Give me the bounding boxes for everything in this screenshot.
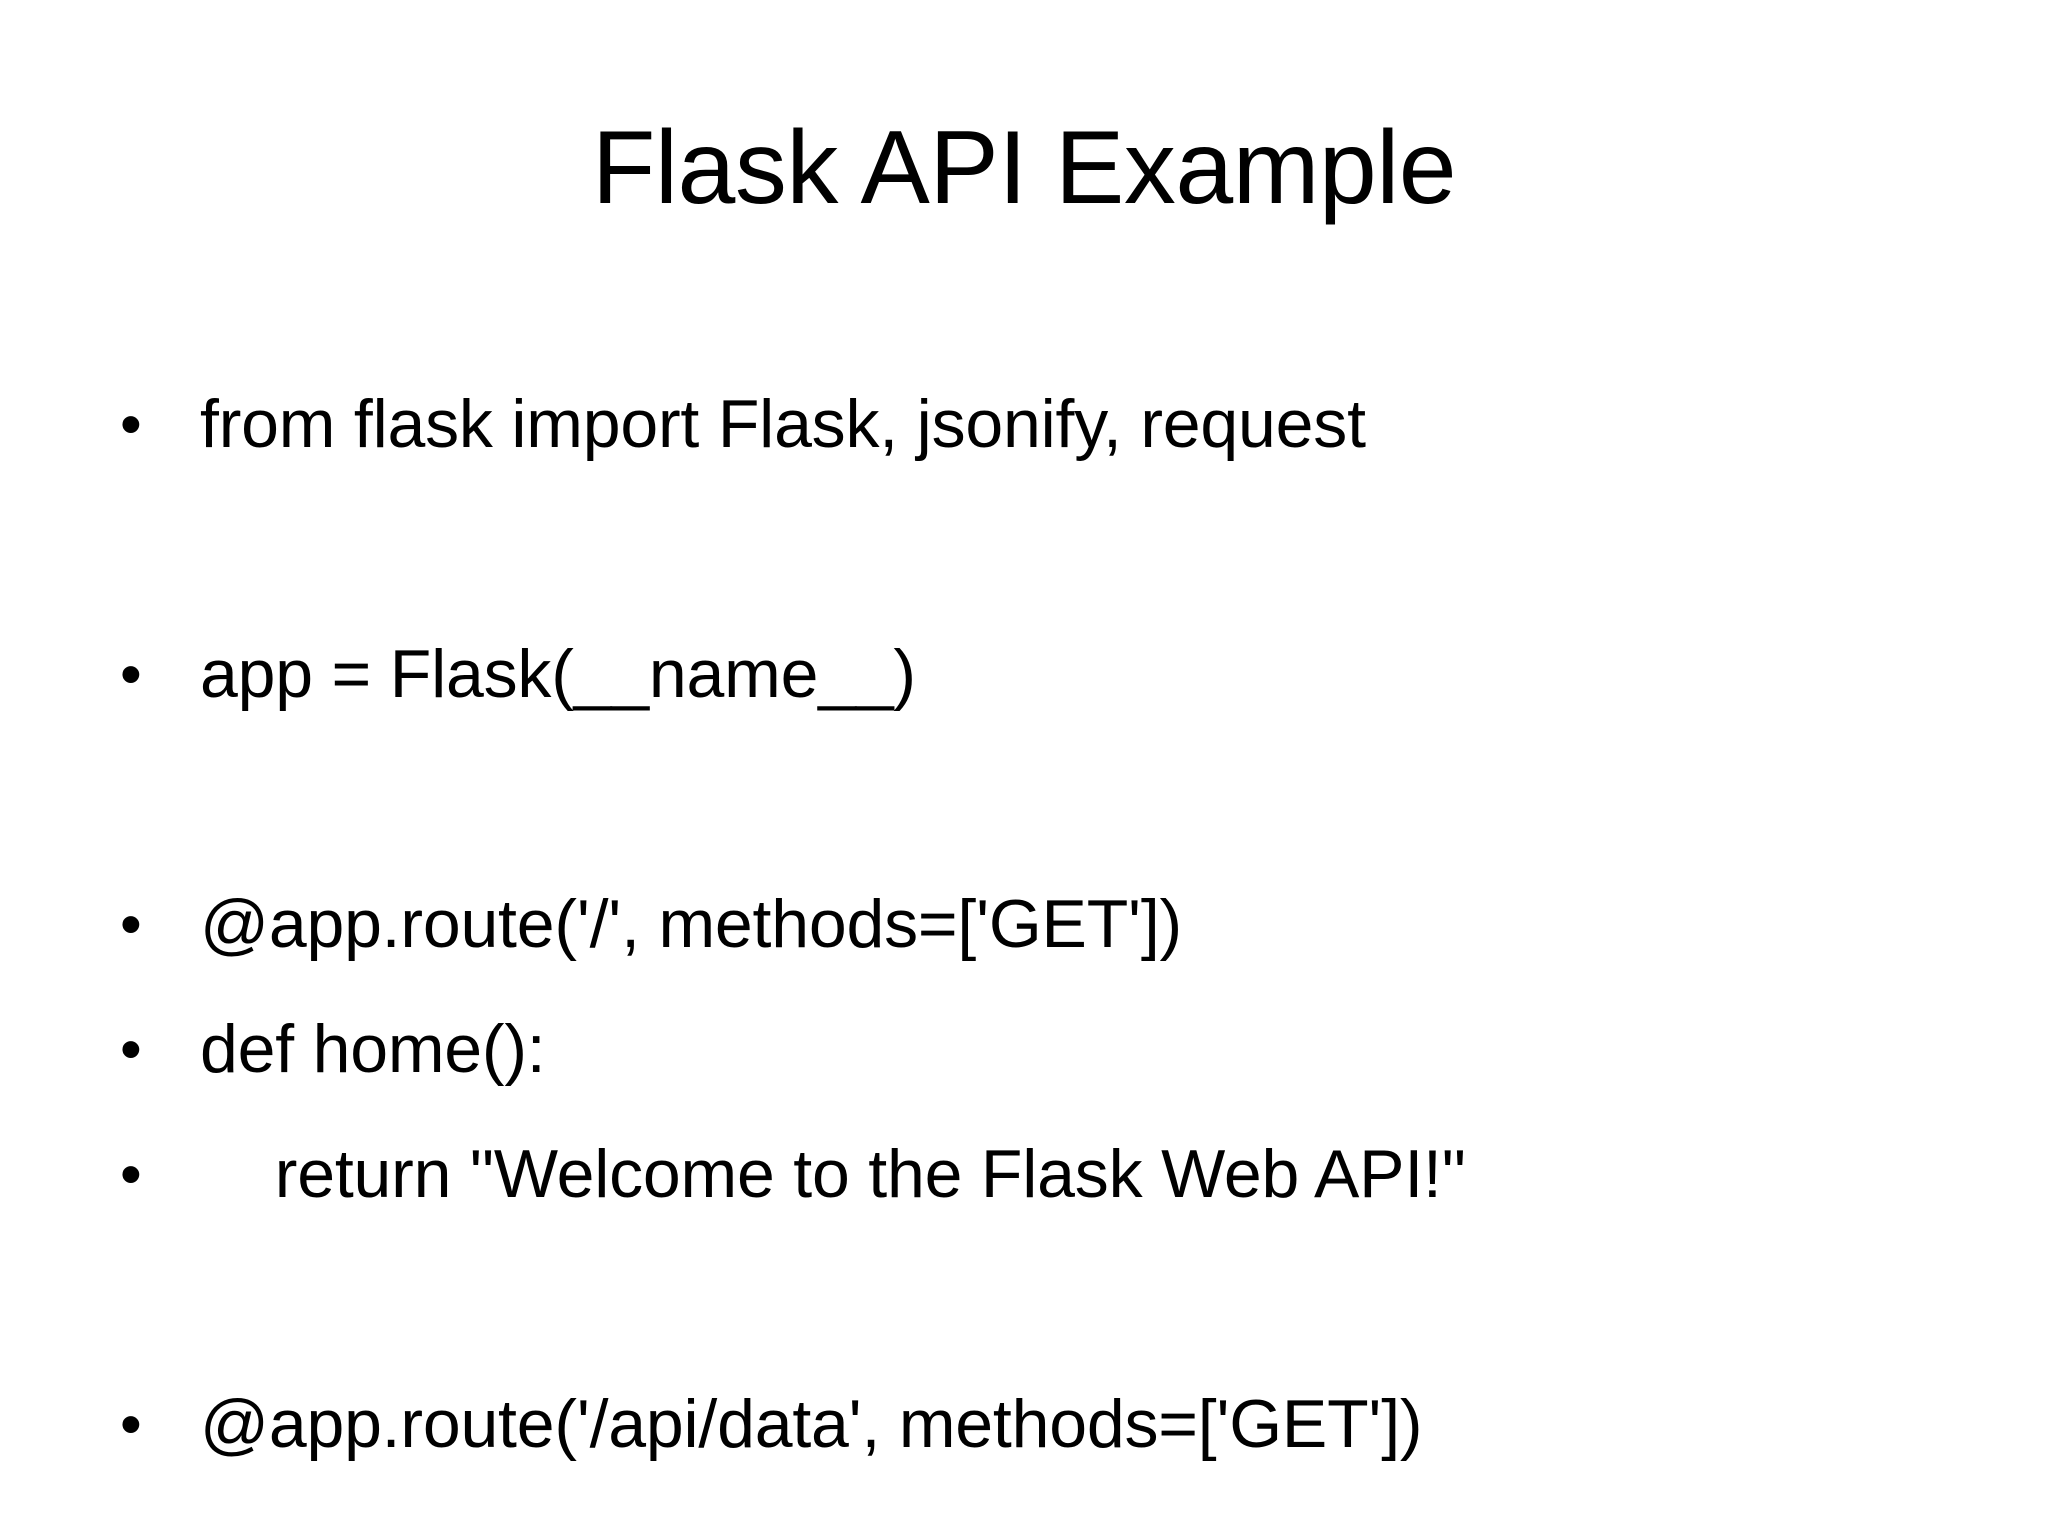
list-item[interactable]: • from flask import Flask, jsonify, requ… bbox=[120, 362, 1980, 487]
list-item-label: from flask import Flask, jsonify, reques… bbox=[200, 386, 1366, 462]
list-item[interactable]: • app = Flask(__name__) bbox=[120, 612, 1980, 737]
list-item-label bbox=[200, 487, 1980, 612]
list-item-label: def home(): bbox=[200, 1011, 546, 1087]
list-item[interactable]: • @app.route('/api/data', methods=['GET'… bbox=[120, 1362, 1980, 1487]
page-title: Flask API Example bbox=[591, 110, 1457, 226]
list-item[interactable]: • @app.route('/', methods=['GET']) bbox=[120, 862, 1980, 987]
list-item-spacer bbox=[120, 1237, 1980, 1362]
list-item-label bbox=[200, 737, 1980, 862]
bullet-point-icon: • bbox=[120, 890, 142, 959]
list-item[interactable]: • return "Welcome to the Flask Web API!" bbox=[120, 1112, 1980, 1237]
bullet-point-icon: • bbox=[120, 1015, 142, 1084]
bullet-point-icon: • bbox=[120, 390, 142, 459]
list-item[interactable]: • def home(): bbox=[120, 987, 1980, 1112]
list-item-spacer bbox=[120, 737, 1980, 862]
list-item-label: app = Flask(__name__) bbox=[200, 636, 916, 712]
list-item-label bbox=[200, 1237, 1980, 1362]
list-item-spacer bbox=[120, 487, 1980, 612]
list-item-label: @app.route('/api/data', methods=['GET']) bbox=[200, 1386, 1423, 1462]
bullet-list: • from flask import Flask, jsonify, requ… bbox=[120, 362, 1980, 1487]
bullet-point-icon: • bbox=[120, 1140, 142, 1209]
list-item-label: @app.route('/', methods=['GET']) bbox=[200, 886, 1182, 962]
bullet-point-icon: • bbox=[120, 640, 142, 709]
bullet-point-icon: • bbox=[120, 1390, 142, 1459]
list-item-label: return "Welcome to the Flask Web API!" bbox=[200, 1136, 1466, 1212]
